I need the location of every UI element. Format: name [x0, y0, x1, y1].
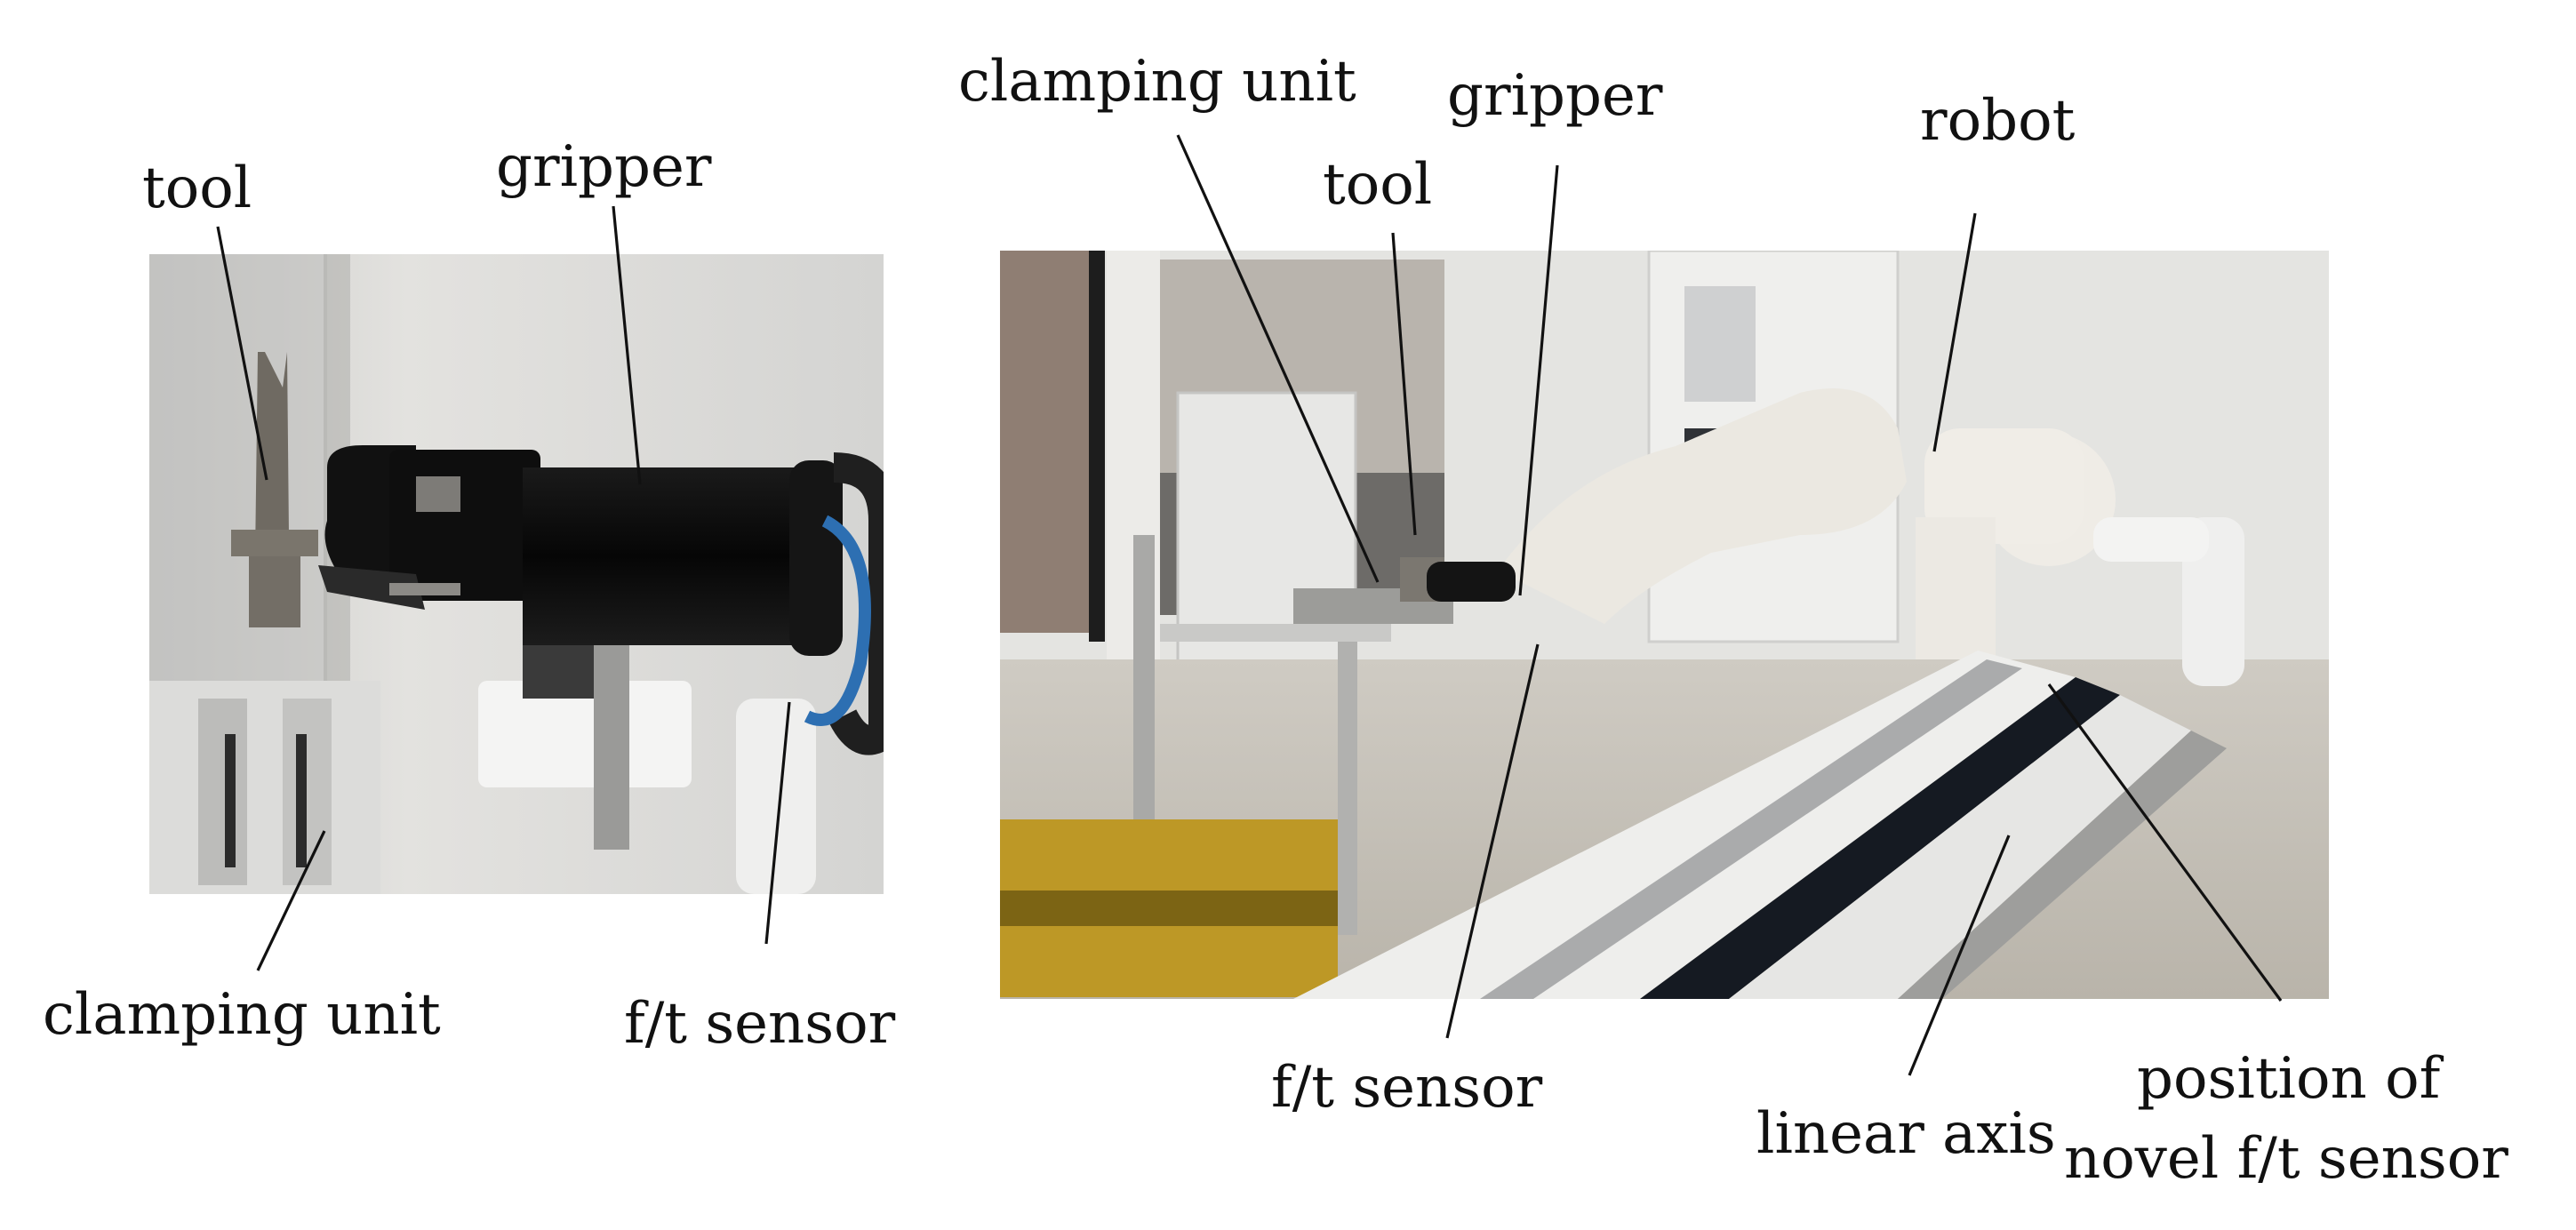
label-right-gripper: gripper	[1447, 63, 1663, 129]
label-left-clamping-unit: clamping unit	[43, 982, 441, 1048]
label-right-tool: tool	[1323, 152, 1433, 218]
label-right-clamping-unit: clamping unit	[958, 49, 1356, 115]
photo-gripper-closeup-image	[149, 254, 884, 894]
label-left-gripper: gripper	[496, 134, 712, 200]
label-left-ft-sensor: f/t sensor	[624, 991, 896, 1057]
label-right-novel-ft-sensor-line2: novel f/t sensor	[2064, 1126, 2508, 1192]
photo-gripper-closeup	[149, 254, 884, 894]
label-right-robot: robot	[1920, 88, 2076, 154]
label-right-novel-ft-sensor-line1: position of	[2137, 1046, 2441, 1112]
photo-robot-cell	[1000, 251, 2329, 999]
label-right-ft-sensor: f/t sensor	[1271, 1055, 1543, 1121]
photo-robot-cell-image	[1000, 251, 2329, 999]
label-right-linear-axis: linear axis	[1756, 1101, 2056, 1167]
label-left-tool: tool	[142, 156, 252, 221]
